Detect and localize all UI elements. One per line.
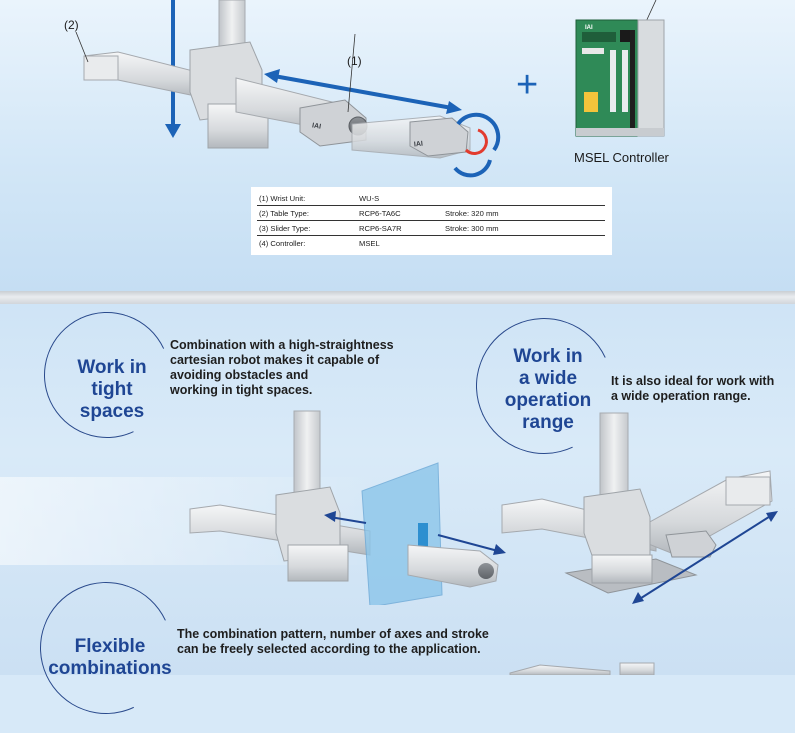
wrist-brand-mark-2: IAI (413, 140, 424, 149)
spec-row: (3) Slider Type: RCP6-SA7R Stroke: 300 m… (257, 220, 605, 236)
wide-range-title: Work in a wide operation range (504, 346, 592, 433)
spec-row: (1) Wrist Unit: WU-S (257, 191, 605, 206)
flexible-title: Flexible combinations (48, 636, 172, 679)
flexible-description: The combination pattern, number of axes … (177, 627, 489, 656)
section-divider (0, 291, 795, 304)
spec-model: WU-S (357, 191, 443, 206)
spec-label: (1) Wrist Unit: (257, 191, 357, 206)
tight-spaces-robot-illustration (189, 410, 506, 605)
spec-table: (1) Wrist Unit: WU-S (2) Table Type: RCP… (251, 187, 612, 255)
spec-model: RCP6-TA6C (357, 205, 443, 221)
flexible-robots-partial (509, 662, 655, 675)
wide-range-robot-illustration (501, 412, 778, 604)
wrist-robot-illustration (83, 0, 501, 178)
wrist-brand-mark: IAI (311, 122, 322, 131)
tight-spaces-description: Combination with a high-straightness car… (170, 338, 394, 397)
spec-stroke: Stroke: 300 mm (443, 220, 605, 236)
controller-caption: MSEL Controller (574, 150, 669, 165)
controller-brand-mark: IAI (585, 25, 593, 31)
spec-stroke (443, 191, 605, 206)
plus-sign: + (516, 64, 539, 106)
callout-1: (1) (347, 54, 362, 68)
callout-2: (2) (64, 18, 79, 32)
spec-stroke (443, 236, 605, 251)
spec-model: RCP6-SA7R (357, 220, 443, 236)
spec-row: (4) Controller: MSEL (257, 236, 605, 251)
spec-row: (2) Table Type: RCP6-TA6C Stroke: 320 mm (257, 205, 605, 221)
wide-range-description: It is also ideal for work with a wide op… (611, 374, 775, 403)
msel-controller-image (575, 0, 665, 137)
spec-stroke: Stroke: 320 mm (443, 205, 605, 221)
leader-lines (75, 32, 356, 113)
spec-label: (2) Table Type: (257, 205, 357, 221)
spec-model: MSEL (359, 238, 380, 248)
spec-label: (4) Controller: (259, 238, 306, 248)
tight-spaces-title: Work in tight spaces (77, 357, 147, 422)
spec-label: (3) Slider Type: (257, 220, 357, 236)
